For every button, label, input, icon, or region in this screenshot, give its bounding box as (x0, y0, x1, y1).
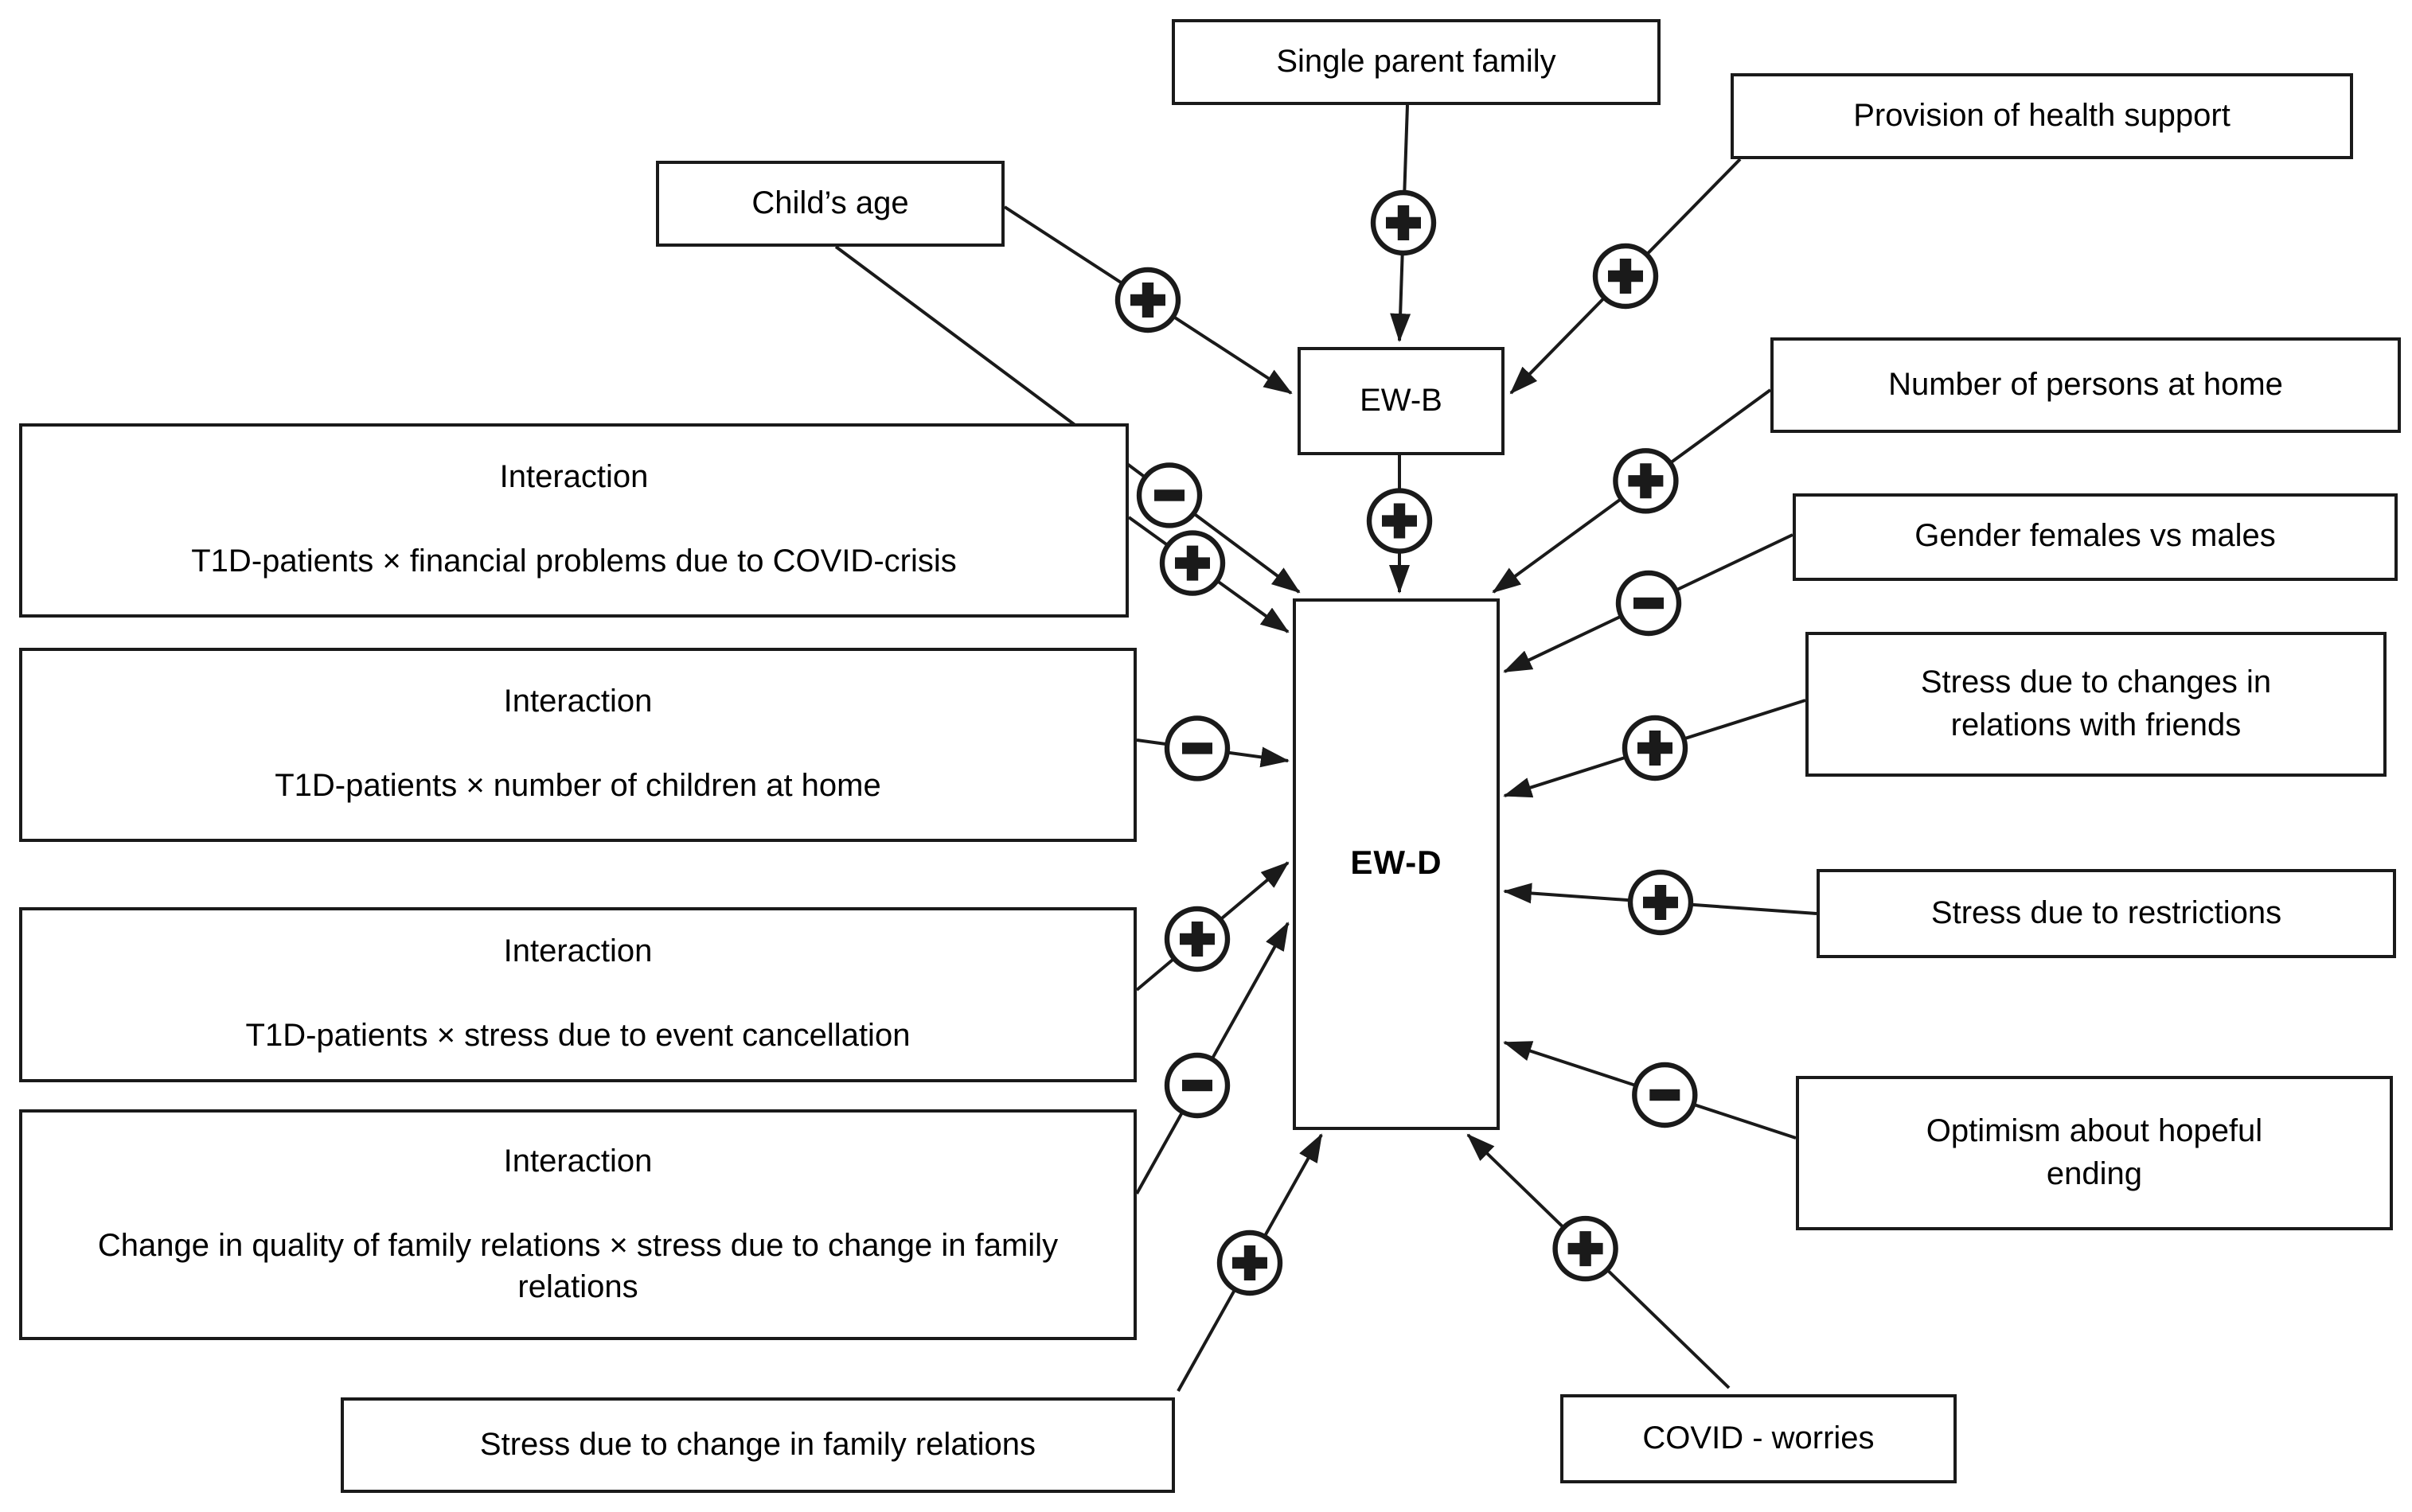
sign-plus-edge-restrictions-to-ewd (1627, 869, 1694, 936)
node-gender-females-vs-males-label: Gender females vs males (1914, 519, 2276, 555)
sign-plus-edge-covid-to-ewd (1552, 1215, 1618, 1282)
sign-plus-edge-int3-to-ewd (1164, 906, 1231, 972)
node-ew-d: EW-D (1293, 598, 1500, 1130)
node-interaction-financial-problems: Interaction T1D-patients × financial pro… (19, 423, 1129, 618)
node-interaction-number-of-children-label: Interaction T1D-patients × number of chi… (275, 684, 881, 805)
edge-childs-age-to-ewd (834, 245, 1301, 594)
sign-minus-edge-optimism-to-ewd (1632, 1062, 1698, 1128)
sign-plus-edge-friends-to-ewd (1622, 715, 1688, 781)
sign-plus-edge-provision-to-ewb (1592, 243, 1659, 310)
node-ew-d-label: EW-D (1350, 845, 1442, 883)
node-interaction-financial-problems-label: Interaction T1D-patients × financial pro… (191, 460, 957, 580)
node-stress-changes-relations-friends: Stress due to changes in relations with … (1805, 632, 2387, 777)
node-ew-b-label: EW-B (1360, 383, 1442, 419)
sign-minus-edge-int4-to-ewd (1164, 1052, 1231, 1119)
node-number-of-persons-at-home-label: Number of persons at home (1888, 367, 2283, 403)
node-interaction-event-cancellation: Interaction T1D-patients × stress due to… (19, 907, 1137, 1082)
sign-minus-edge-int2-to-ewd (1164, 715, 1231, 781)
sign-plus-edge-stress-family-to-ewd (1216, 1229, 1283, 1296)
node-covid-worries-label: COVID - worries (1642, 1420, 1875, 1456)
node-interaction-family-relations: Interaction Change in quality of family … (19, 1109, 1137, 1340)
node-childs-age-label: Child’s age (751, 185, 909, 221)
sign-plus-edge-int1-to-ewd (1159, 530, 1226, 596)
node-single-parent-family: Single parent family (1172, 19, 1661, 105)
node-interaction-number-of-children: Interaction T1D-patients × number of chi… (19, 648, 1137, 842)
node-gender-females-vs-males: Gender females vs males (1793, 493, 2398, 581)
node-interaction-family-relations-label: Interaction Change in quality of family … (97, 1144, 1059, 1305)
node-interaction-event-cancellation-label: Interaction T1D-patients × stress due to… (245, 934, 911, 1054)
sign-plus-edge-ewb-to-ewd (1366, 488, 1433, 554)
node-optimism-about-hopeful-ending: Optimism about hopeful ending (1796, 1076, 2393, 1230)
node-optimism-about-hopeful-ending-label: Optimism about hopeful ending (1926, 1114, 2263, 1191)
node-stress-due-to-restrictions-label: Stress due to restrictions (1930, 895, 2282, 931)
sign-plus-edge-single-parent-to-ewb (1370, 189, 1437, 256)
node-covid-worries: COVID - worries (1560, 1394, 1957, 1483)
node-stress-change-family-relations: Stress due to change in family relations (341, 1397, 1175, 1493)
sign-plus-edge-childs-age-to-ewb (1114, 267, 1181, 333)
node-ew-b: EW-B (1298, 347, 1505, 455)
sign-minus-edge-gender-to-ewd (1615, 570, 1682, 637)
node-stress-change-family-relations-label: Stress due to change in family relations (479, 1427, 1036, 1463)
sign-plus-edge-num-persons-to-ewd (1613, 448, 1679, 514)
node-provision-of-health-support-label: Provision of health support (1853, 98, 2231, 134)
node-provision-of-health-support: Provision of health support (1731, 73, 2353, 159)
node-stress-due-to-restrictions: Stress due to restrictions (1817, 869, 2396, 958)
node-childs-age: Child’s age (656, 161, 1005, 247)
node-number-of-persons-at-home: Number of persons at home (1770, 337, 2401, 433)
node-stress-changes-relations-friends-label: Stress due to changes in relations with … (1920, 665, 2272, 742)
sign-minus-edge-childs-age-to-ewd (1136, 462, 1203, 528)
node-single-parent-family-label: Single parent family (1276, 44, 1556, 80)
